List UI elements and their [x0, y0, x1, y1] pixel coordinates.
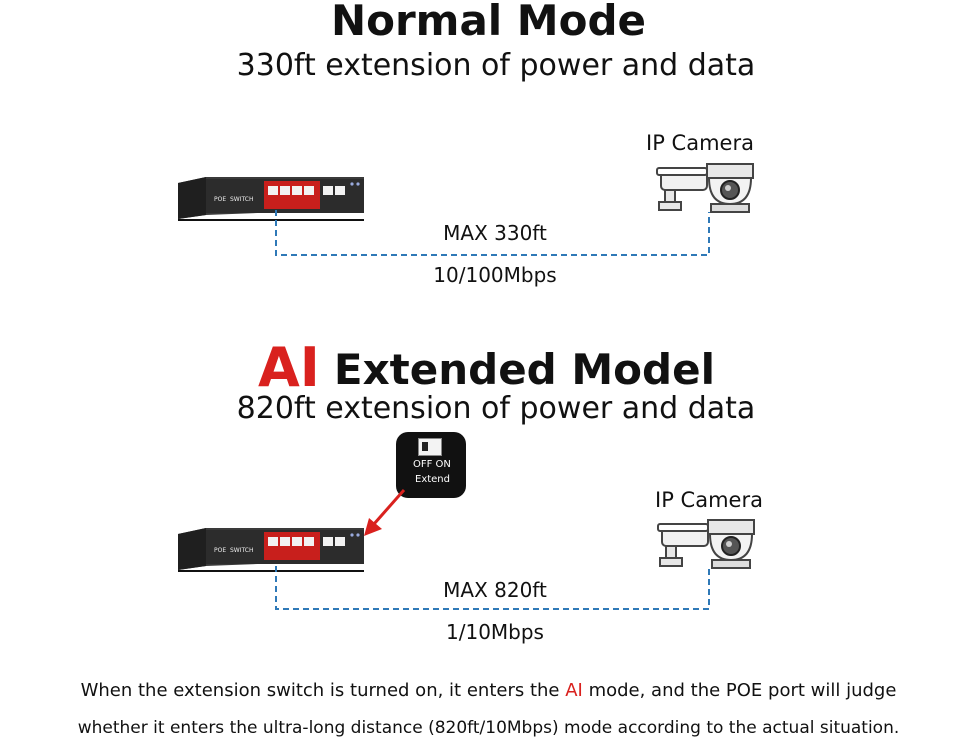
normal-speed-label: 10/100Mbps — [433, 263, 557, 287]
poe-switch-icon: POE SWITCH — [176, 175, 366, 223]
extend-switch-callout: OFF ON Extend — [396, 432, 466, 498]
callout-extend: Extend — [415, 474, 450, 485]
normal-mode-title: Normal Mode — [330, 0, 647, 45]
callout-off-on: OFF ON — [413, 459, 451, 470]
extended-mode-title: AI Extended Model — [258, 336, 715, 399]
ip-camera-drawing — [657, 519, 755, 569]
ai-highlight: AI — [258, 336, 320, 399]
switch-label: POE SWITCH — [214, 547, 254, 554]
dip-switch-icon — [418, 438, 442, 456]
ip-camera-drawing — [656, 163, 754, 213]
extended-title-rest: Extended Model — [333, 345, 715, 394]
poe-switch-icon: POE SWITCH — [176, 526, 366, 574]
extended-mode-subtitle: 820ft extension of power and data — [236, 391, 756, 426]
footer-line-1: When the extension switch is turned on, … — [0, 680, 977, 701]
ip-camera-icon — [655, 160, 761, 218]
poe-switch-drawing — [178, 528, 364, 572]
ip-camera-icon — [656, 516, 762, 574]
extended-speed-label: 1/10Mbps — [446, 620, 544, 644]
ip-camera-label: IP Camera — [655, 488, 763, 512]
footer-ai-highlight: AI — [565, 680, 583, 701]
footer-line-2: whether it enters the ultra-long distanc… — [77, 718, 900, 738]
footer-line-1-before: When the extension switch is turned on, … — [80, 680, 566, 701]
poe-switch-drawing — [178, 177, 364, 221]
extended-distance-label: MAX 820ft — [443, 578, 547, 602]
ip-camera-label: IP Camera — [646, 131, 754, 155]
normal-mode-subtitle: 330ft extension of power and data — [236, 48, 756, 83]
switch-label: POE SWITCH — [214, 196, 254, 203]
footer-line-1-after: mode, and the POE port will judge — [582, 680, 897, 701]
normal-distance-label: MAX 330ft — [443, 221, 547, 245]
